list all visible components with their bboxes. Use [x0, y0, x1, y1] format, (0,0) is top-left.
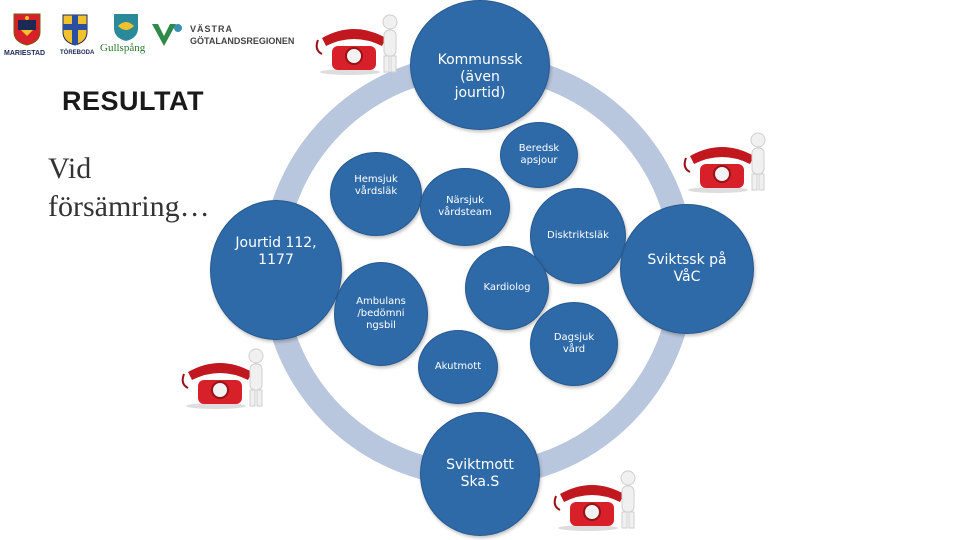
- node-beredskapsjour: Beredsk apsjour: [500, 122, 578, 188]
- vgr-caption-line1: VÄSTRA: [190, 24, 234, 34]
- page-title: RESULTAT: [62, 86, 204, 116]
- node-hemsjukvardslak: Hemsjuk vårdsläk: [330, 152, 422, 236]
- logo-strip: MARIESTAD TÖREBODA Gullspång VÄSTRA GÖTA…: [0, 0, 320, 70]
- node-jourtid: Jourtid 112, 1177: [210, 200, 342, 340]
- telephone-figure-icon: [553, 470, 636, 531]
- telephone-figure-icon: [315, 14, 398, 75]
- gullspang-crest-icon: [114, 14, 138, 41]
- node-kardiolog: Kardiolog: [465, 246, 549, 330]
- telephone-figure-icon: [683, 132, 766, 193]
- node-kommunssk: Kommunssk (även jourtid): [410, 0, 550, 130]
- node-sviktmott: Sviktmott Ska.S: [420, 412, 540, 536]
- gullspang-caption: Gullspång: [100, 42, 146, 54]
- toreboda-crest-icon: [62, 14, 88, 46]
- node-sviktssk-vac: Sviktssk på VåC: [620, 204, 754, 334]
- subtitle: Vid försämring…: [48, 150, 210, 226]
- telephone-figure-icon: [181, 348, 264, 409]
- mariestad-caption: MARIESTAD: [4, 50, 46, 57]
- mariestad-crest-icon: [13, 13, 41, 46]
- node-akutmott: Akutmott: [418, 330, 498, 404]
- vgr-logo-icon: [152, 24, 182, 46]
- node-distriktslak: Disktriktsläk: [530, 188, 626, 284]
- subtitle-line-1: Vid: [48, 152, 92, 185]
- node-dagsjukvard: Dagsjuk vård: [530, 302, 618, 386]
- vgr-caption-line2: GÖTALANDSREGIONEN: [190, 36, 295, 46]
- node-narsjukvardsteam: Närsjuk vårdsteam: [420, 168, 510, 246]
- node-ambulans: Ambulans /bedömni ngsbil: [334, 262, 428, 366]
- subtitle-line-2: försämring…: [48, 190, 210, 223]
- toreboda-caption: TÖREBODA: [60, 50, 95, 56]
